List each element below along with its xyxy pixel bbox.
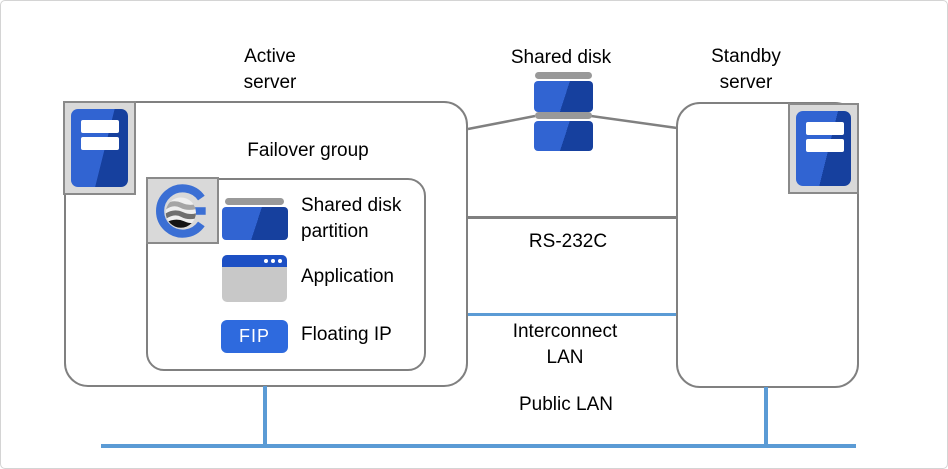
disk-top-bar [535,112,592,119]
application-window-icon [222,255,287,302]
interconnect-lan-label-line2: LAN [546,347,584,368]
public-lan-label-text: Public LAN [519,394,613,415]
server-tower-icon [63,101,136,195]
partition-label-line1: Shared disk [301,195,402,216]
disk-top-bar [535,72,592,79]
rs232c-label: RS-232C [488,229,648,255]
failover-group-label-text: Failover group [247,140,369,161]
shared-disk-label: Shared disk [481,45,641,71]
server-drive-bay [806,139,844,152]
cluster-software-logo [146,177,219,244]
active-server-label-line2: server [243,72,297,93]
shared-disk-label-text: Shared disk [510,47,612,68]
active-server-label-line1: Active [244,46,296,67]
active-public-lan-drop [263,386,267,447]
disk-to-standby-line [590,114,678,130]
server-tower-icon [788,103,859,194]
interconnect-lan-line [468,313,676,316]
floating-ip-badge: FIP [221,320,288,353]
active-to-disk-line [467,114,536,131]
public-lan-label: Public LAN [486,392,646,418]
floating-ip-label-text: Floating IP [301,324,392,345]
window-dots-icon [264,259,282,263]
standby-public-lan-drop [764,387,768,447]
server-tower-body [71,109,128,187]
standby-server-label: Standby server [666,44,826,96]
failover-group-label: Failover group [208,138,408,164]
floating-ip-label: Floating IP [301,322,441,348]
rs232c-label-text: RS-232C [528,231,608,252]
disk-unit [222,207,288,240]
standby-server-label-line2: server [719,72,773,93]
standby-server-label-line1: Standby [711,46,781,67]
active-server-label: Active server [190,44,350,96]
application-label-text: Application [301,266,394,287]
server-drive-bay [806,122,844,135]
application-titlebar [222,255,287,267]
disk-unit [534,121,593,151]
public-lan-line [101,444,856,448]
server-drive-bay [81,137,119,150]
server-drive-bay [81,120,119,133]
partition-label-line2: partition [301,221,369,242]
server-tower-body [796,111,851,186]
rs232c-line [468,216,676,219]
cluster-logo-icon [155,183,206,238]
disk-unit [534,81,593,112]
interconnect-lan-label: Interconnect LAN [485,319,645,371]
application-label: Application [301,264,441,290]
standby-server-box [676,102,859,388]
failover-group-box [146,178,426,371]
shared-disk-partition-label: Shared disk partition [301,193,441,245]
disk-top-bar [225,198,284,205]
interconnect-lan-label-line1: Interconnect [512,321,618,342]
